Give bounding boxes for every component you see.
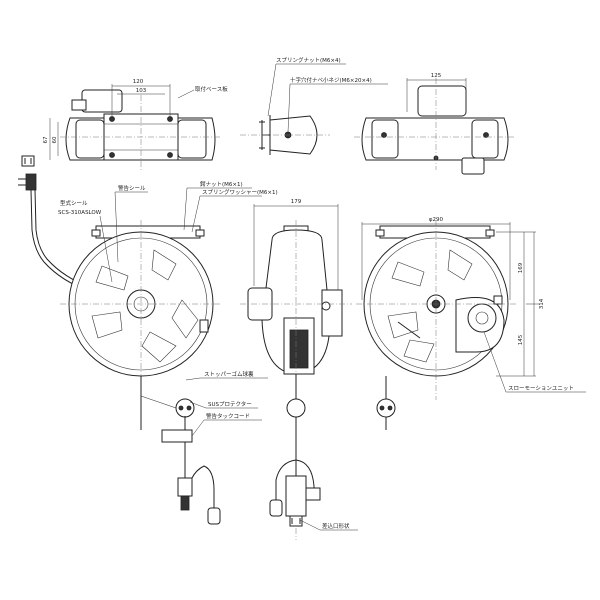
top-view-left: 120 103 67 60 取付ベース板 (43, 79, 228, 170)
dim-125: 125 (431, 73, 442, 79)
label-mount-base: 取付ベース板 (195, 85, 228, 93)
front-view-left (60, 220, 222, 525)
left-view-labels: 警告シール 型式シール SCS-310ASLOW 鍔ナット(M6×1) スプリン… (58, 180, 278, 437)
dim-67: 67 (43, 136, 49, 143)
dim-diameter: φ290 (429, 217, 444, 223)
bracket-detail: スプリングナット(M6×4) 十字穴付ナベ小ネジ(M6×20×4) (240, 56, 388, 155)
dim-145: 145 (518, 334, 524, 345)
label-plug-shape: 差込口形状 (322, 522, 350, 530)
dim-179: 179 (291, 199, 302, 205)
label-spring-nut: スプリングナット(M6×4) (276, 56, 341, 64)
label-warning-seal: 警告シール (118, 184, 146, 192)
label-warning-tack: 警告タックコード (206, 412, 250, 420)
dim-314: 314 (539, 298, 545, 309)
dim-103: 103 (136, 88, 147, 94)
label-cross-screw: 十字穴付ナベ小ネジ(M6×20×4) (290, 76, 372, 84)
side-view-center: 179 差込口形状 (240, 199, 358, 540)
label-stopper-rubber: ストッパーゴム球裏 (204, 370, 254, 378)
label-hex-nut: 鍔ナット(M6×1) (200, 180, 243, 188)
dim-60: 60 (52, 136, 58, 143)
top-view-right: 125 (354, 73, 516, 175)
label-sus-protector: SUSプロテクター (208, 400, 252, 408)
dim-120: 120 (133, 79, 144, 85)
label-model-seal: 型式シール (60, 199, 88, 207)
label-model-code: SCS-310ASLOW (58, 210, 102, 216)
front-view-right: φ290 169 314 145 スローモーションユニット (356, 217, 586, 430)
label-slow-motion-unit: スローモーションユニット (508, 385, 574, 392)
dim-169: 169 (518, 262, 524, 273)
label-spring-washer: スプリングワッシャー(M6×1) (202, 188, 278, 196)
